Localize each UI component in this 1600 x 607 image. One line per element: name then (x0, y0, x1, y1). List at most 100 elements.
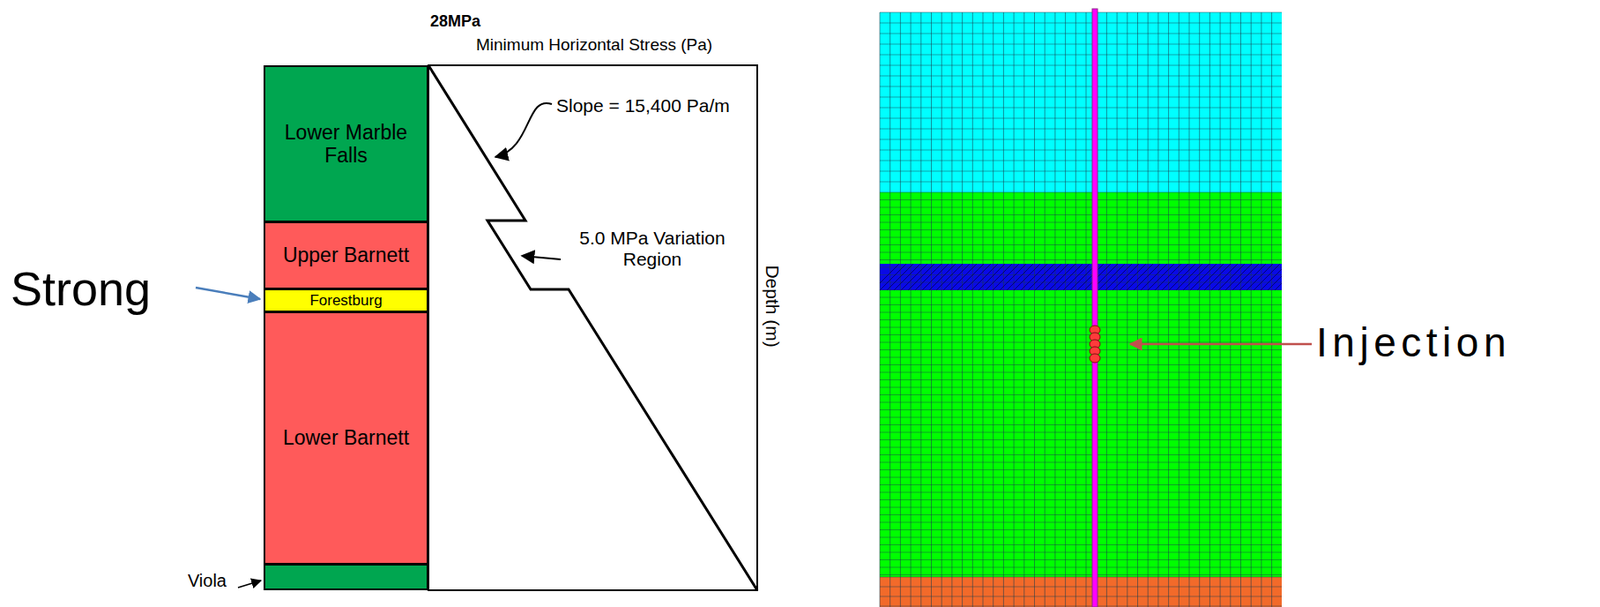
mesh-line (879, 327, 1282, 328)
mesh-line (1178, 12, 1180, 607)
mesh-line (1086, 12, 1087, 607)
mesh-line (879, 446, 1282, 448)
mesh-line (879, 304, 1282, 306)
perforation (1089, 353, 1101, 363)
hatch-line (978, 263, 1005, 291)
mesh-line (879, 65, 1282, 67)
mesh-line (879, 595, 1282, 597)
mesh-line (879, 54, 1282, 56)
annotation: Injection (1316, 319, 1511, 366)
mesh-line (879, 171, 1282, 172)
axis-title: Depth (m) (761, 264, 783, 347)
mesh-line (879, 33, 1282, 35)
mesh-region (879, 263, 1282, 291)
mesh-line (879, 342, 1282, 343)
mesh-line (879, 229, 1282, 231)
hatch-line (1218, 263, 1245, 291)
hatch-line (1027, 263, 1055, 291)
mesh-line (879, 513, 1282, 515)
hatch-line (886, 263, 914, 291)
mesh-line (879, 118, 1282, 120)
leader-line (495, 103, 552, 157)
annotation: Strong (10, 260, 151, 316)
mesh-line (1075, 12, 1077, 607)
axis-title: Minimum Horizontal Stress (Pa) (476, 35, 713, 55)
mesh-region (879, 12, 1282, 193)
mesh-line (879, 252, 1282, 254)
mesh-line (879, 244, 1282, 246)
mesh-line (879, 576, 1282, 578)
hatch-line (1006, 263, 1034, 291)
hatch-line (1190, 263, 1217, 291)
layer-name: Viola (182, 570, 232, 591)
leader-line (195, 287, 261, 299)
perforations (1089, 325, 1101, 363)
mesh-line (900, 12, 901, 607)
hatch-line (1274, 282, 1282, 291)
mesh-line (1137, 12, 1139, 607)
layer-name: Forestburg (304, 291, 387, 310)
leader-line (238, 580, 261, 588)
mesh-line (1157, 12, 1159, 607)
mesh-line (1260, 12, 1262, 607)
mesh-line (879, 364, 1282, 365)
hatch-line (915, 263, 942, 291)
hatch-line (1013, 263, 1041, 291)
mesh-line (879, 543, 1282, 545)
mesh-line (879, 431, 1282, 433)
hatch-line (1225, 263, 1252, 291)
mesh-line (879, 22, 1282, 24)
mesh-line (879, 586, 1282, 588)
mesh-line (879, 506, 1282, 508)
mesh-line (1034, 12, 1035, 607)
mesh-line (1250, 12, 1252, 607)
mesh-line (879, 424, 1282, 425)
layer-name: Lower Marble Falls (265, 120, 427, 168)
hatch-line (1197, 263, 1224, 291)
mesh-line (879, 379, 1282, 380)
mesh-line (879, 107, 1282, 109)
mesh-line (879, 259, 1282, 261)
hatch-line (992, 263, 1020, 291)
mesh-line (879, 199, 1282, 201)
mesh-line (1220, 12, 1221, 607)
mesh-line (951, 12, 953, 607)
mesh-line (879, 468, 1282, 470)
mesh-line (879, 357, 1282, 358)
annotation: 5.0 MPa Variation Region (564, 227, 741, 270)
leader-line (521, 255, 561, 260)
hatch-line (943, 263, 970, 291)
mesh-line (879, 401, 1282, 403)
hatch-line (964, 263, 991, 291)
axis-value: 28MPa (430, 12, 481, 31)
mesh-line (920, 12, 922, 607)
mesh-line (879, 289, 1282, 291)
hatch-line (1063, 263, 1090, 291)
mesh-line (879, 160, 1282, 162)
hatch-line (999, 263, 1027, 291)
mesh-line (879, 214, 1282, 216)
strata-band: Forestburg (263, 289, 429, 313)
mesh-line (1271, 12, 1273, 607)
mesh-line (1209, 12, 1211, 607)
hatch-line (1204, 263, 1231, 291)
mesh-line (1106, 12, 1108, 607)
hatch-line (1267, 275, 1282, 291)
mesh-line (879, 222, 1282, 224)
mesh-line (1198, 12, 1200, 607)
mesh-line (879, 386, 1282, 388)
mesh-grid (879, 12, 1282, 607)
hatch-line (971, 263, 998, 291)
hatch-line (1133, 263, 1161, 291)
mesh-line (879, 372, 1282, 373)
mesh-line (879, 139, 1282, 141)
mesh-line (879, 267, 1282, 268)
strata-band: Lower Barnett (263, 312, 429, 565)
mesh-line (879, 149, 1282, 151)
mesh-line (879, 12, 881, 607)
stress-line (428, 65, 758, 590)
mesh-line (879, 181, 1282, 183)
mesh-line (1126, 12, 1128, 607)
